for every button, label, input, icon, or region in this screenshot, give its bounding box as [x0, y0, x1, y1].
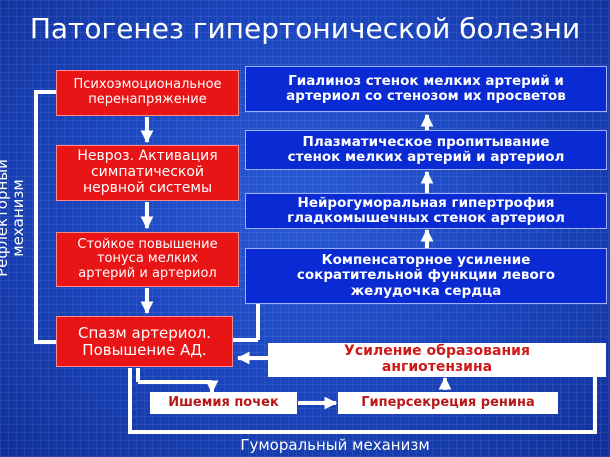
box-renin-hypersecretion: Гиперсекреция ренина: [338, 392, 558, 414]
box-kidney-ischemia: Ишемия почек: [150, 392, 297, 414]
box-line: Спазм артериол.: [77, 323, 211, 342]
box-line: ангиотензина: [381, 359, 493, 375]
box-line: Ишемия почек: [168, 394, 279, 410]
box-line: Повышение АД.: [82, 340, 207, 359]
box-plasma-impregnation: Плазматическое пропитывание стенок мелки…: [245, 130, 607, 170]
box-line: гладкомышечных стенок артериол: [287, 210, 565, 226]
box-line: желудочка сердца: [350, 282, 502, 299]
box-line: Стойкое повышение: [77, 236, 218, 252]
box-line: сократительной функции левого: [296, 267, 556, 284]
box-line: Усиление образования: [344, 343, 530, 360]
box-line: симпатической: [90, 164, 205, 181]
box-line: перенапряжение: [88, 92, 207, 107]
box-line: Компенсаторное усиление: [321, 252, 531, 269]
box-line: нервной системы: [82, 179, 213, 196]
box-neurohumoral-hypertrophy: Нейрогуморальная гипертрофия гладкомышеч…: [245, 193, 607, 229]
box-line: Плазматическое пропитывание: [302, 133, 550, 150]
box-psychoemotional-overstrain: Психоэмоциональное перенапряжение: [56, 70, 239, 116]
slide-title: Патогенез гипертонической болезни: [29, 12, 581, 45]
box-neurosis-sympathetic: Невроз. Активация симпатической нервной …: [56, 145, 239, 201]
box-line: тонуса мелких: [96, 251, 199, 267]
box-hyalinosis: Гиалиноз стенок мелких артерий и артерио…: [245, 66, 607, 112]
box-compensatory-contractility: Компенсаторное усиление сократительной ф…: [245, 248, 607, 304]
box-arteriole-spasm: Спазм артериол. Повышение АД.: [56, 316, 233, 367]
box-line: Нейрогуморальная гипертрофия: [297, 194, 555, 211]
box-line: артериол со стенозом их просветов: [286, 88, 566, 104]
reflex-mechanism-label: Рефлекторный механизм: [0, 148, 31, 288]
box-line: артерий и артериол: [78, 265, 217, 281]
humoral-mechanism-label: Гуморальный механизм: [240, 436, 430, 454]
box-angiotensin: Усиление образования ангиотензина: [268, 343, 606, 377]
box-line: Гиалиноз стенок мелких артерий и: [288, 72, 564, 89]
label-line: механизм: [8, 179, 27, 257]
box-line: Невроз. Активация: [77, 148, 218, 165]
box-line: Психоэмоциональное: [73, 77, 222, 93]
box-line: стенок мелких артерий и артериол: [287, 149, 565, 165]
box-line: Гиперсекреция ренина: [361, 394, 535, 410]
box-persistent-tone-increase: Стойкое повышение тонуса мелких артерий …: [56, 232, 239, 287]
